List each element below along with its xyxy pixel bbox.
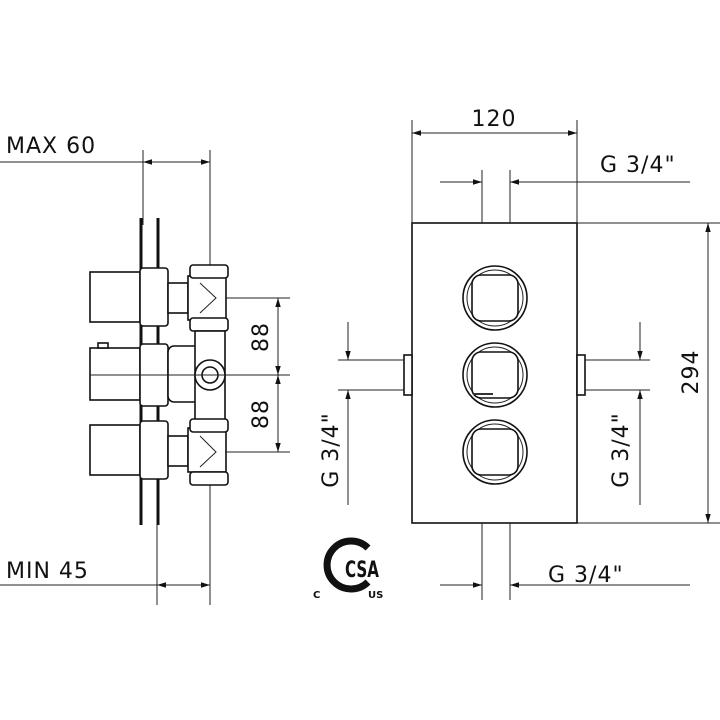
valve-middle <box>89 330 230 422</box>
csa-right-mark: US <box>368 590 383 601</box>
csa-certification-logo: CSA C US <box>313 537 383 601</box>
max-depth-label: MAX 60 <box>6 134 96 159</box>
width-label: 120 <box>472 107 517 132</box>
side-view: MAX 60 MIN 45 <box>0 134 290 605</box>
right-connection-label: G 3/4" <box>609 412 634 488</box>
min-depth-label: MIN 45 <box>6 559 89 584</box>
height-label: 294 <box>679 350 704 395</box>
left-connection-label: G 3/4" <box>319 412 344 488</box>
top-connection-label: G 3/4" <box>600 153 676 178</box>
knob-middle[interactable] <box>462 342 528 408</box>
knob-lower[interactable] <box>462 419 528 485</box>
bottom-connection-label: G 3/4" <box>548 563 624 588</box>
csa-logo-text: CSA <box>345 558 379 583</box>
spacing-label-upper: 88 <box>249 322 274 352</box>
spacing-label-lower: 88 <box>249 399 274 429</box>
csa-left-mark: C <box>313 590 320 601</box>
valve-upper <box>89 264 229 332</box>
knob-upper[interactable] <box>462 265 528 331</box>
valve-lower <box>89 418 229 486</box>
front-view: 120 G 3/4" G 3/4" G 3/4" G 3/4" 294 <box>319 107 720 600</box>
